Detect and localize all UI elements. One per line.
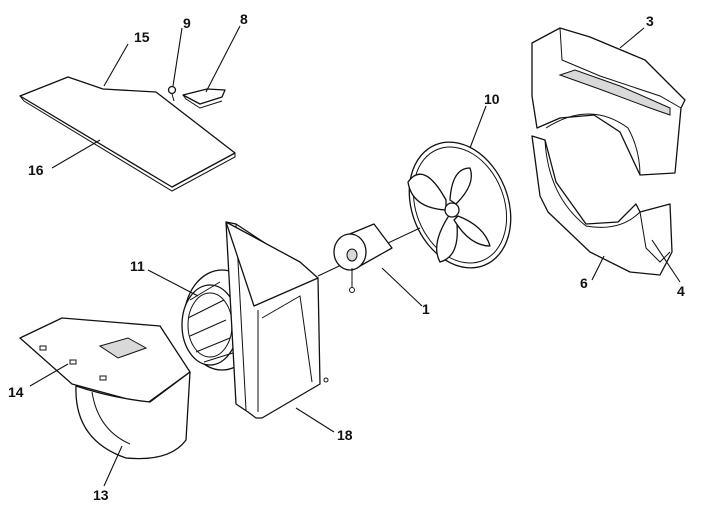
leader-16	[51, 139, 101, 169]
callout-4: 4	[677, 283, 685, 299]
leader-3	[619, 27, 645, 49]
callout-6: 6	[580, 275, 588, 291]
callout-3: 3	[646, 13, 654, 29]
part-16-panel	[19, 76, 236, 192]
part-13-scroll-housing	[75, 371, 191, 460]
callout-1: 1	[422, 301, 430, 317]
callout-14: 14	[8, 384, 24, 400]
part-6-lower-shroud	[531, 135, 673, 276]
part-10-fan	[407, 141, 512, 269]
part-14-housing-plate	[19, 317, 191, 405]
callout-16: 16	[28, 162, 44, 178]
leader-9	[172, 27, 183, 87]
leader-1	[381, 267, 423, 307]
leader-14	[29, 363, 69, 387]
leader-15	[103, 43, 129, 87]
callout-18: 18	[337, 427, 353, 443]
callout-10: 10	[484, 91, 500, 107]
leader-8	[205, 25, 241, 93]
leader-10	[469, 105, 487, 149]
part-9-screw	[167, 85, 177, 102]
leader-11	[147, 269, 199, 297]
leader-lines	[29, 25, 681, 487]
leader-18	[295, 407, 335, 433]
part-1-motor	[317, 223, 421, 293]
part-18-back-panel	[225, 221, 329, 419]
callout-11: 11	[130, 258, 145, 274]
callout-15: 15	[134, 29, 150, 45]
part-8-bracket	[182, 88, 226, 109]
leader-6	[591, 255, 605, 281]
callout-13: 13	[93, 487, 109, 503]
leader-4	[651, 239, 681, 283]
callout-9: 9	[183, 15, 191, 31]
leader-13	[103, 445, 123, 487]
part-3-upper-shroud	[531, 27, 686, 176]
callout-8: 8	[240, 11, 248, 27]
